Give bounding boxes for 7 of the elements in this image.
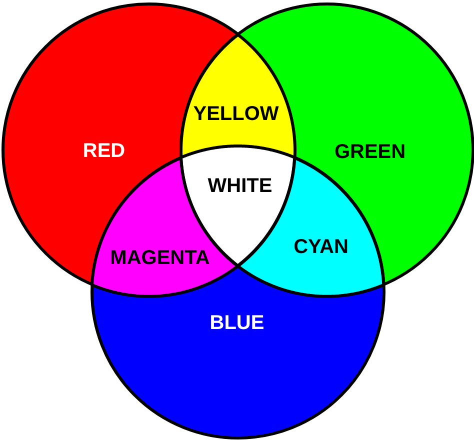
region-label: CYAN bbox=[294, 236, 348, 258]
circle-label: GREEN bbox=[334, 141, 406, 163]
circle-label: BLUE bbox=[210, 312, 264, 334]
circle-label: RED bbox=[82, 140, 126, 162]
region-label: WHITE bbox=[208, 175, 272, 197]
region-label: YELLOW bbox=[193, 102, 279, 125]
region-label: MAGENTA bbox=[110, 246, 210, 269]
